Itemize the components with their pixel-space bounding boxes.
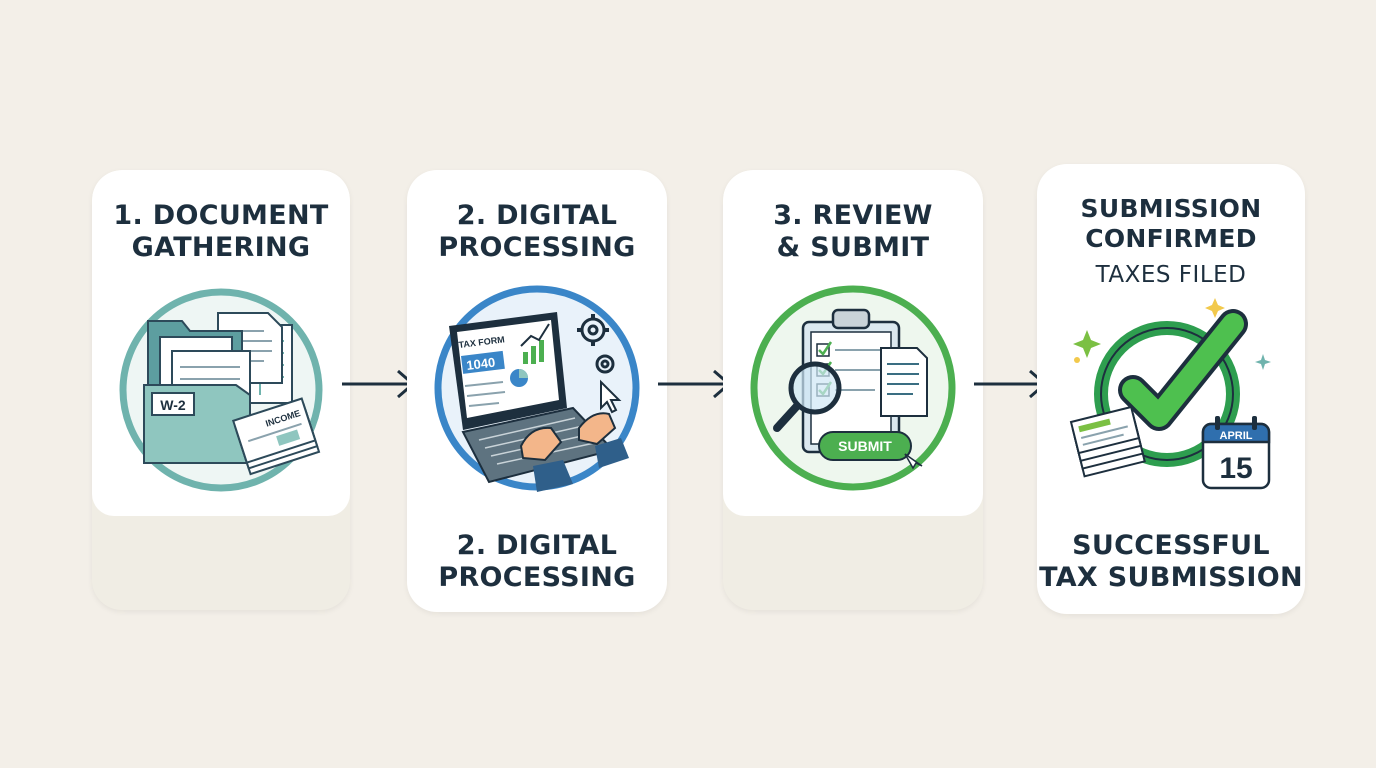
step-title-line2: CONFIRMED xyxy=(1085,224,1257,253)
sparkle-icon xyxy=(1255,354,1271,370)
sparkle-icon xyxy=(1073,330,1101,358)
step-card-submission-confirmed: SUBMISSION CONFIRMED TAXES FILED APRIL 1… xyxy=(1037,164,1305,614)
step-bottom-line1: 2. DIGITAL xyxy=(456,530,618,561)
document-gathering-illustration: W-2 INCOME xyxy=(119,288,323,492)
review-submit-illustration: SUBMIT xyxy=(750,285,956,491)
step-title-line2: GATHERING xyxy=(131,232,311,263)
step-bottom-line2: PROCESSING xyxy=(438,562,636,593)
step-bottom-line2: TAX SUBMISSION xyxy=(1039,562,1303,593)
step-title-line1: SUBMISSION xyxy=(1080,194,1262,223)
sparkle-icon xyxy=(1205,298,1225,318)
step-card-review-submit: 3. REVIEW & SUBMIT SUBMI xyxy=(723,170,983,610)
calendar-day: 15 xyxy=(1219,452,1252,485)
step-card-document-gathering: 1. DOCUMENT GATHERING W-2 xyxy=(92,170,350,610)
step-bottom-title: 2. DIGITAL PROCESSING xyxy=(407,530,667,594)
step-bottom-title: SUCCESSFUL TAX SUBMISSION xyxy=(1037,530,1305,594)
folder-label: W-2 xyxy=(160,397,186,413)
submission-confirmed-illustration: APRIL 15 xyxy=(1069,298,1271,490)
step-title: 1. DOCUMENT GATHERING xyxy=(92,200,350,264)
step-title: 2. DIGITAL PROCESSING xyxy=(407,200,667,264)
step-subtitle: TAXES FILED xyxy=(1095,262,1247,288)
submit-button-label: SUBMIT xyxy=(838,438,892,454)
step-card-digital-processing: 2. DIGITAL PROCESSING TAX FORM 1040 xyxy=(407,170,667,612)
step-title: SUBMISSION CONFIRMED xyxy=(1037,194,1305,254)
step-title-line1: 2. DIGITAL xyxy=(456,200,618,231)
step-title-line1: 1. DOCUMENT xyxy=(113,200,329,231)
step-title-line2: & SUBMIT xyxy=(776,232,930,263)
step-title-line1: 3. REVIEW xyxy=(773,200,933,231)
step-title: 3. REVIEW & SUBMIT xyxy=(723,200,983,264)
calendar-month: APRIL xyxy=(1220,430,1253,442)
screen-number: 1040 xyxy=(466,355,497,373)
step-title-line2: PROCESSING xyxy=(438,232,636,263)
step-bottom-line1: SUCCESSFUL xyxy=(1072,530,1270,561)
digital-processing-illustration: TAX FORM 1040 xyxy=(434,285,640,492)
